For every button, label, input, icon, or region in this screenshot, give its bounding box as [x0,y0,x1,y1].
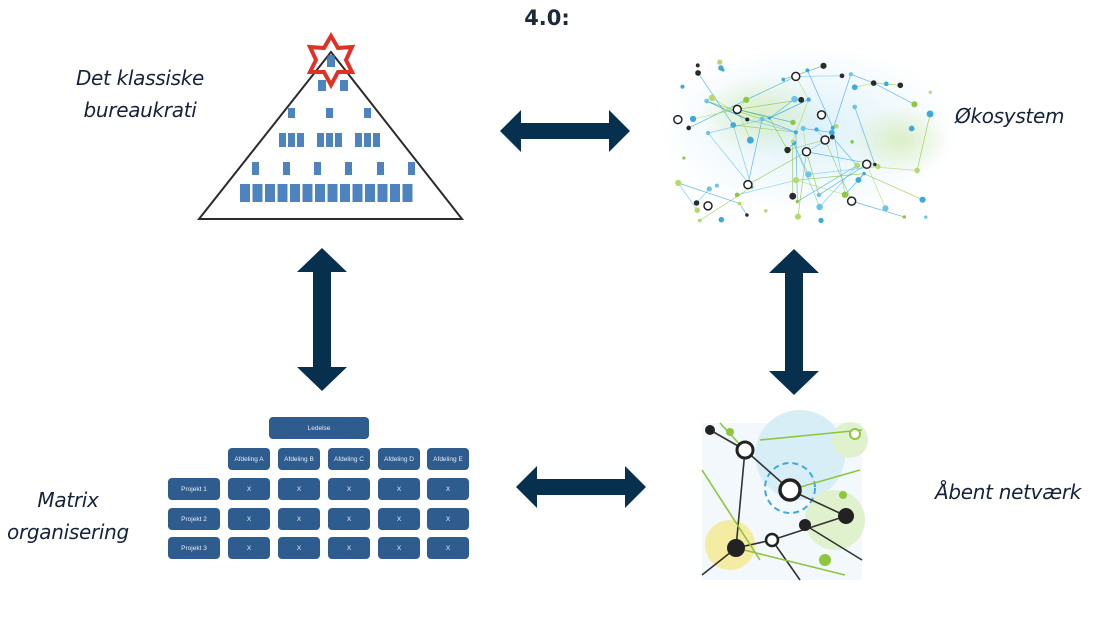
arrow-top-horizontal [500,110,630,152]
matrix-cell: X [278,508,320,530]
matrix-cell: X [228,537,270,559]
label-open-network: Åbent netværk [935,480,1082,504]
matrix-department-box: Afdeling B [278,448,320,470]
arrow-bottom-horizontal [516,466,646,508]
matrix-cell: X [328,478,370,500]
open-network-image [701,410,868,581]
matrix-cell: X [378,537,420,559]
matrix-department-box: Afdeling D [378,448,420,470]
matrix-cell: X [427,478,469,500]
matrix-cell: X [228,478,270,500]
page-title: 4.0: [524,6,570,30]
matrix-cell: X [328,537,370,559]
matrix-project-box: Projekt 3 [168,537,220,559]
org-boxes [240,55,415,202]
matrix-cell: X [378,508,420,530]
label-line-1: Det klassiske [75,66,205,90]
matrix-cell: X [278,478,320,500]
matrix-cell: X [427,537,469,559]
matrix-cell: X [378,478,420,500]
label-line-1: Matrix [37,488,99,512]
matrix-cell: X [427,508,469,530]
bureaucracy-pyramid [196,32,465,220]
label-classic-bureaucracy: Det klassiske bureaukrati [60,62,220,126]
arrow-left-vertical [297,248,347,391]
ecosystem-network-image [660,45,960,224]
arrow-right-vertical [769,249,819,395]
label-line-2: organisering [7,520,129,544]
matrix-cell: X [328,508,370,530]
matrix-department-box: Afdeling A [228,448,270,470]
matrix-leader-box: Ledelse [269,417,369,439]
arrows [297,110,819,508]
matrix-department-box: Afdeling E [427,448,469,470]
matrix-cell: X [228,508,270,530]
matrix-project-box: Projekt 1 [168,478,220,500]
label-line-2: bureaukrati [83,98,197,122]
label-ecosystem: Økosystem [955,104,1065,128]
matrix-department-box: Afdeling C [328,448,370,470]
matrix-cell: X [278,537,320,559]
star-icon [306,32,356,90]
matrix-project-box: Projekt 2 [168,508,220,530]
label-matrix: Matrix organisering [0,484,136,548]
